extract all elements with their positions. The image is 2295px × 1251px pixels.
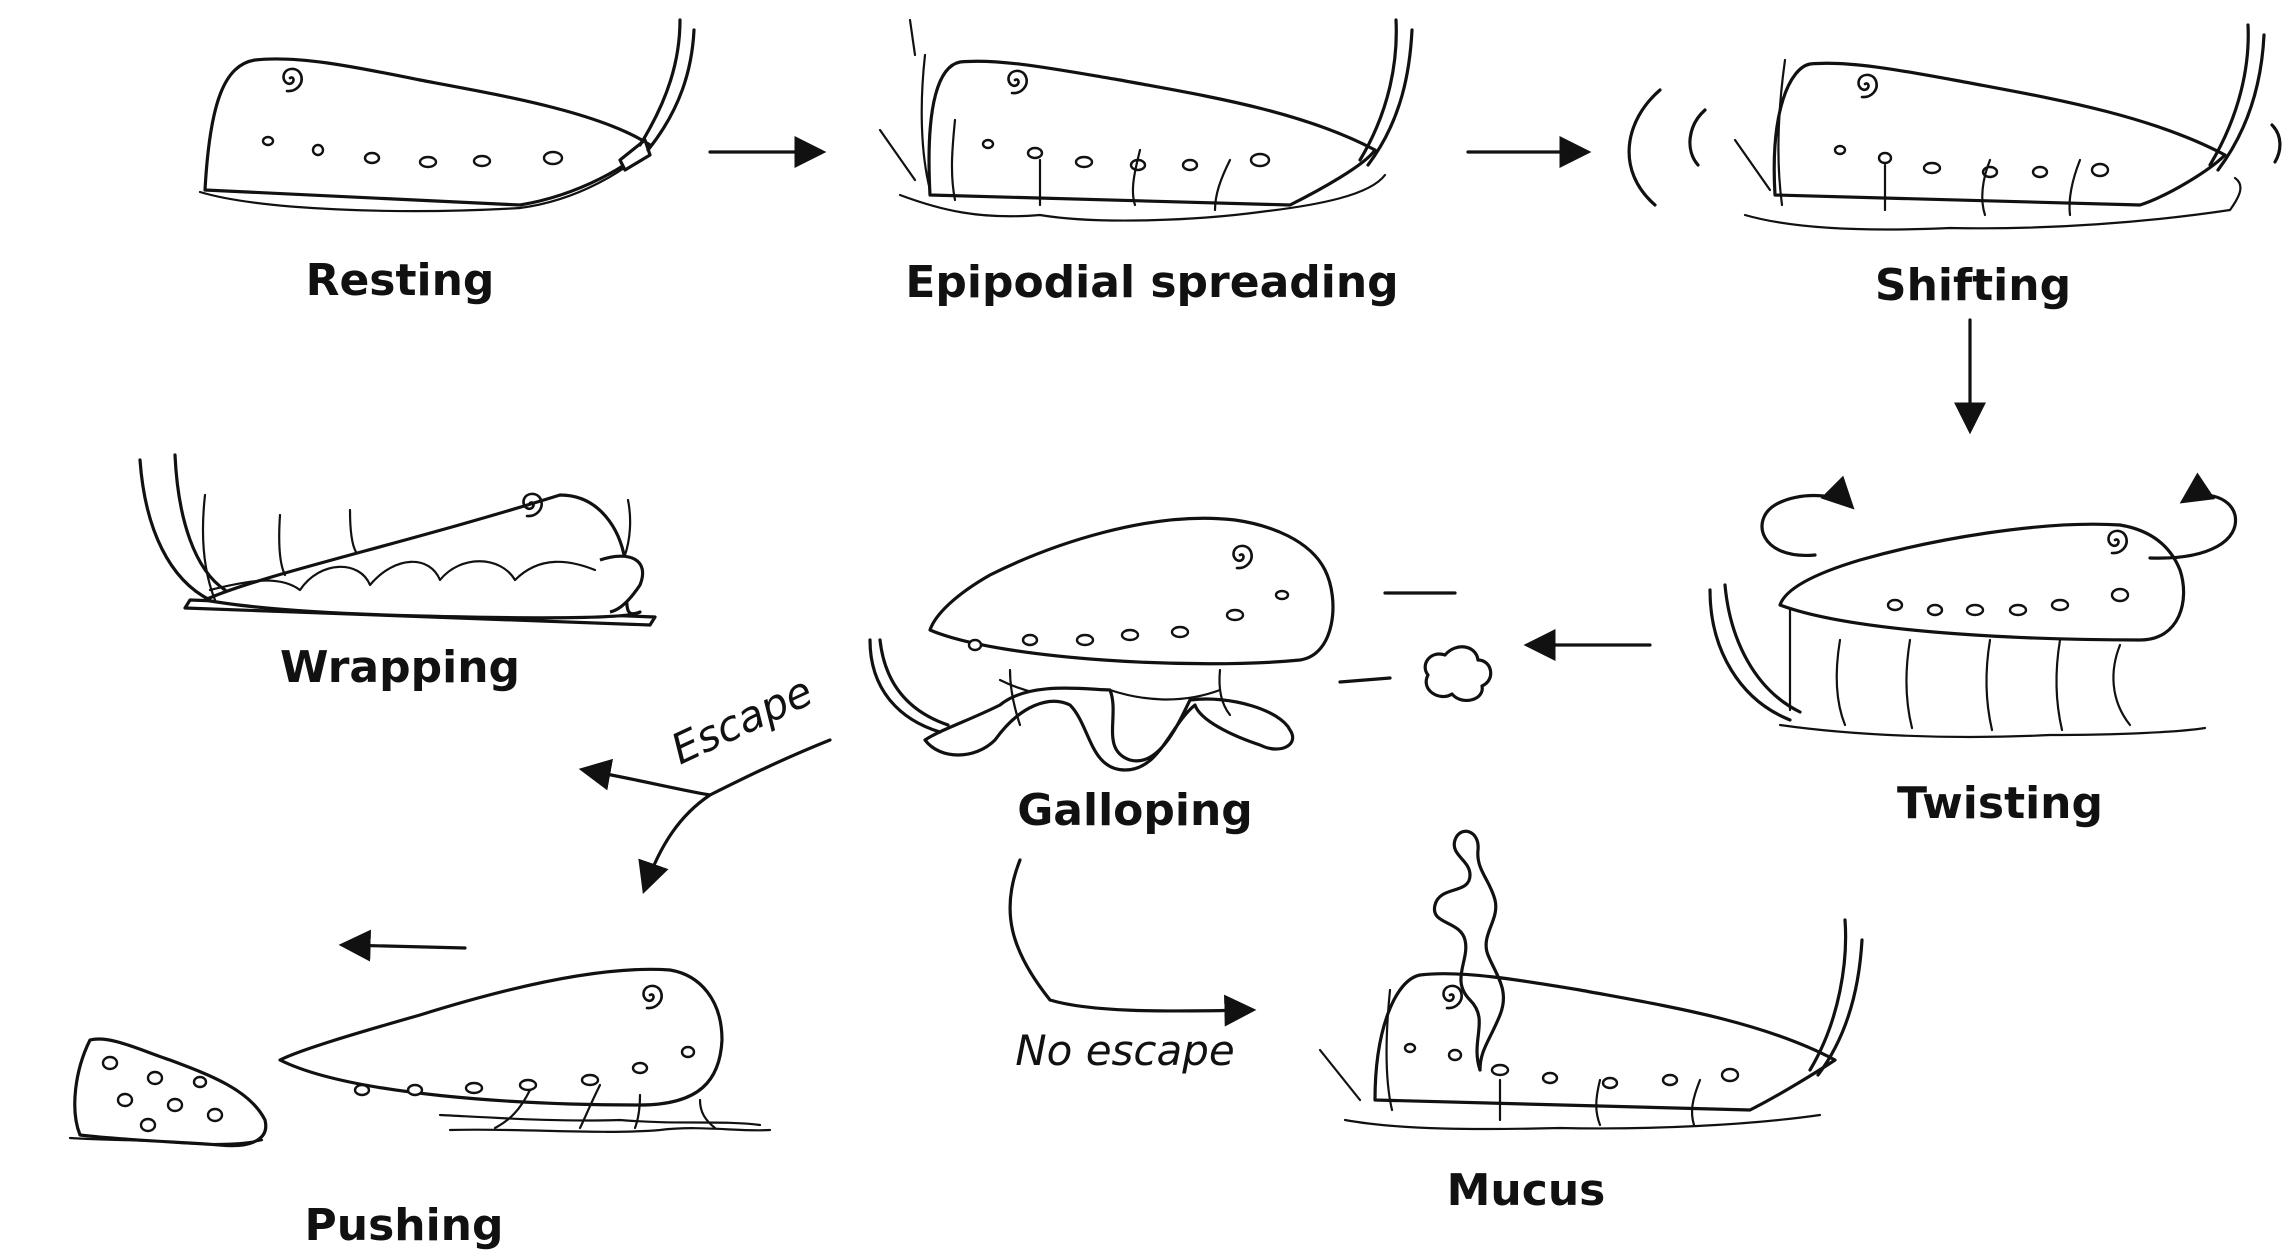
epipodial-spreading-snail-figure xyxy=(880,20,1412,221)
twisting-snail-figure xyxy=(1710,495,2236,737)
label-escape: Escape xyxy=(664,666,820,774)
label-galloping: Galloping xyxy=(1017,785,1253,836)
label-twisting: Twisting xyxy=(1897,778,2103,829)
speed-line-lower xyxy=(1340,678,1390,682)
arrow-pushing-direction xyxy=(345,945,465,948)
label-epipodial-spreading: Epipodial spreading xyxy=(905,257,1398,308)
prey-fragment-figure xyxy=(70,1039,266,1146)
label-wrapping: Wrapping xyxy=(280,642,520,693)
motion-mark-left-inner xyxy=(1690,110,1705,165)
label-shifting: Shifting xyxy=(1875,260,2071,311)
mucus-snail-figure xyxy=(1320,831,1862,1129)
shifting-snail-figure xyxy=(1629,25,2280,229)
pushing-snail-figure xyxy=(280,969,770,1131)
arrow-escape-to-pushing xyxy=(645,795,710,888)
motion-mark-left-outer xyxy=(1629,90,1660,205)
label-no-escape: No escape xyxy=(1015,1026,1235,1075)
dust-cloud xyxy=(1425,647,1491,701)
arrow-no-escape-to-mucus xyxy=(1010,860,1250,1011)
resting-snail-figure xyxy=(200,20,694,211)
galloping-snail-figure xyxy=(870,518,1491,770)
wrapping-snail-figure xyxy=(140,455,655,625)
rotation-arrow-left xyxy=(1762,496,1850,556)
label-pushing: Pushing xyxy=(305,1200,504,1251)
label-mucus: Mucus xyxy=(1447,1165,1606,1216)
label-resting: Resting xyxy=(306,255,495,306)
motion-mark-right xyxy=(2272,125,2280,162)
